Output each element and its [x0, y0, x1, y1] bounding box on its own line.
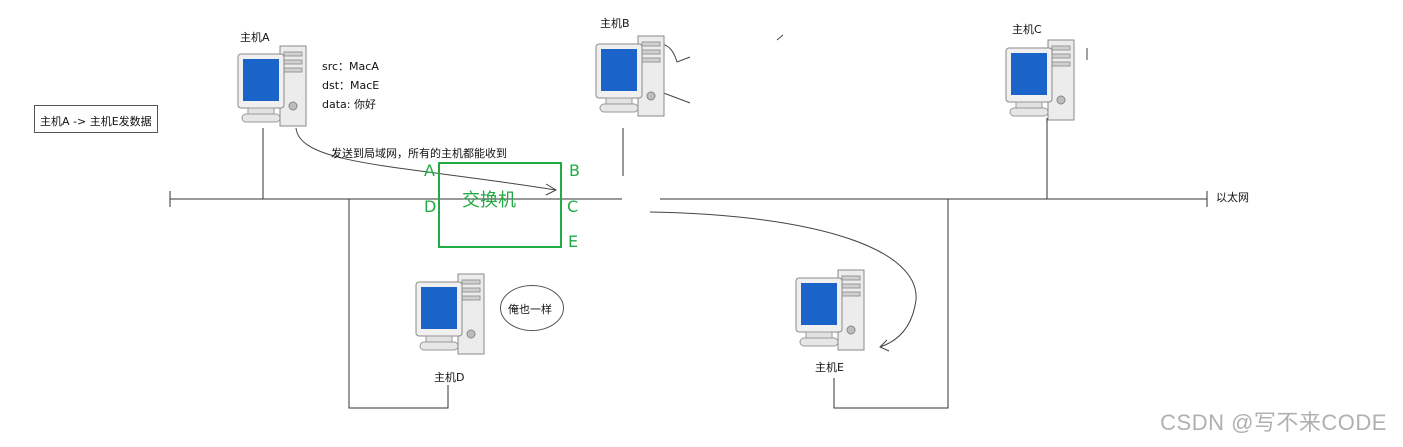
- packet-src: src：MacA: [322, 57, 379, 76]
- host-c-computer-icon: [1004, 34, 1090, 124]
- task-note-text: 主机A -> 主机E发数据: [40, 113, 152, 129]
- host-b-label: 主机B: [600, 17, 630, 31]
- broadcast-label: 发送到局域网，所有的主机都能收到: [331, 147, 507, 161]
- switch-port-a: A: [424, 162, 435, 180]
- switch-title: 交换机: [462, 190, 516, 212]
- switch-port-b: B: [569, 162, 580, 180]
- packet-data: data: 你好: [322, 95, 376, 114]
- switch-port-d: D: [424, 198, 436, 216]
- task-note-box: 主机A -> 主机E发数据: [34, 105, 158, 133]
- speech-bubble: 俺也一样: [500, 285, 564, 331]
- host-a-computer-icon: [236, 40, 322, 130]
- host-e-label: 主机E: [815, 361, 844, 375]
- host-e-computer-icon: [794, 264, 880, 354]
- ethernet-label: 以太网: [1216, 191, 1249, 205]
- switch-port-c: C: [567, 198, 578, 216]
- host-b-computer-icon: [594, 30, 680, 120]
- packet-dst: dst：MacE: [322, 76, 379, 95]
- speech-bubble-text: 俺也一样: [508, 301, 552, 317]
- csdn-watermark: CSDN @写不来CODE: [1160, 405, 1387, 437]
- host-d-label: 主机D: [434, 371, 464, 385]
- scribble-b-3: [777, 35, 783, 40]
- host-d-computer-icon: [414, 268, 500, 358]
- switch-port-e: E: [568, 233, 578, 251]
